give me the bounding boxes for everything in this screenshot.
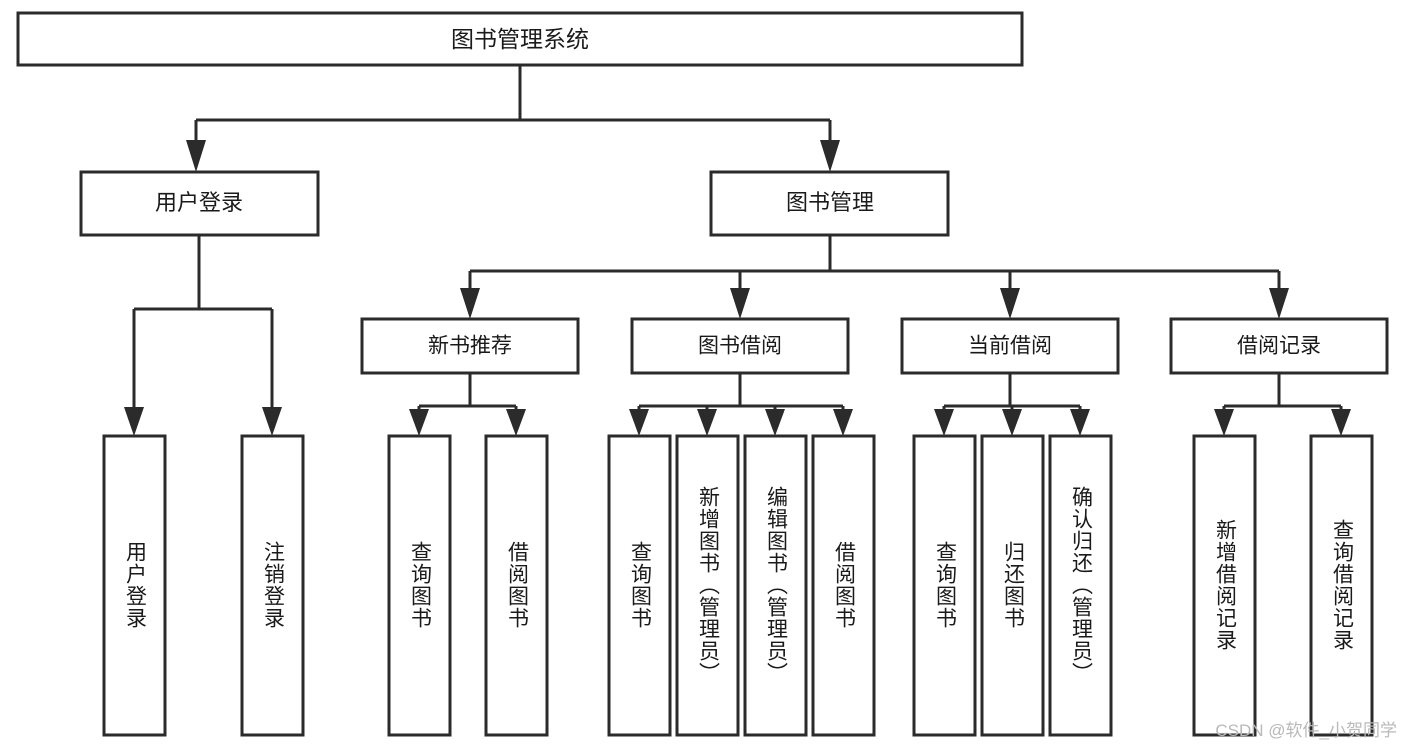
arrow-head-borrow-record [1269,288,1289,319]
arrow-head-add-borrow-record [1214,409,1234,436]
connector-group-book-borrow [629,373,853,436]
node-book-management[interactable]: 图书管理 [709,170,950,237]
node-query-book-3-box[interactable] [912,434,977,737]
node-query-book-1-label: 查询图书 [408,541,432,629]
node-logout-label: 注销登录 [261,541,285,629]
arrow-head-logout [262,407,282,436]
node-root-box[interactable] [16,11,1024,67]
node-book-management-label: 图书管理 [786,190,874,215]
node-borrow-record-box[interactable] [1169,317,1389,375]
node-edit-book[interactable]: 编辑图书（管理员） [743,434,808,737]
node-root-label: 图书管理系统 [451,26,589,52]
node-query-borrow-record[interactable]: 查询借阅记录 [1309,434,1374,737]
node-borrow-book-1[interactable]: 借阅图书 [484,434,549,737]
node-current-borrow[interactable]: 当前借阅 [900,317,1120,375]
node-borrow-record-label: 借阅记录 [1237,335,1321,358]
node-add-book-box[interactable] [675,434,740,737]
arrow-head-return-book [1002,409,1022,436]
connector-group-book-management [460,235,1289,319]
node-book-borrow-box[interactable] [630,317,850,375]
node-confirm-return-box[interactable] [1048,434,1113,737]
arrow-head-add-book [697,409,717,436]
node-borrow-book-1-box[interactable] [484,434,549,737]
node-logout-box[interactable] [240,434,305,737]
connector-group-current-borrow [934,373,1090,436]
node-book-borrow-label: 图书借阅 [698,335,782,358]
node-add-borrow-record-label: 新增借阅记录 [1213,519,1237,651]
node-confirm-return[interactable]: 确认归还（管理员） [1048,434,1113,737]
connector-group-root [186,65,840,172]
arrow-head-book-borrow [730,288,750,319]
node-current-borrow-label: 当前借阅 [968,335,1052,358]
node-query-book-2-box[interactable] [607,434,672,737]
node-borrow-book-2-label: 借阅图书 [832,541,856,629]
arrow-head-borrow-book-1 [506,409,526,436]
node-current-borrow-box[interactable] [900,317,1120,375]
node-book-borrow[interactable]: 图书借阅 [630,317,850,375]
node-user-login-label: 用户登录 [155,190,243,215]
node-new-book-recommend-box[interactable] [360,317,580,375]
node-borrow-book-2[interactable]: 借阅图书 [811,434,876,737]
node-query-book-2-label: 查询图书 [628,541,652,629]
arrow-head-book-management [820,140,840,172]
node-query-book-2[interactable]: 查询图书 [607,434,672,737]
node-return-book[interactable]: 归还图书 [980,434,1045,737]
node-add-borrow-record[interactable]: 新增借阅记录 [1192,434,1257,737]
node-edit-book-box[interactable] [743,434,808,737]
node-confirm-return-label: 确认归还（管理员） [1069,486,1093,684]
node-add-book-label: 新增图书（管理员） [696,486,720,684]
node-login[interactable]: 用户登录 [102,434,167,737]
arrow-head-edit-book [765,409,785,436]
node-query-borrow-record-label: 查询借阅记录 [1330,519,1354,651]
node-query-book-3[interactable]: 查询图书 [912,434,977,737]
arrow-head-user-login [186,140,206,172]
node-login-label: 用户登录 [123,541,147,629]
node-login-box[interactable] [102,434,167,737]
node-borrow-book-2-box[interactable] [811,434,876,737]
node-book-management-box[interactable] [709,170,950,237]
node-logout[interactable]: 注销登录 [240,434,305,737]
connector-group-new-book-recommend [409,373,526,436]
arrow-head-login [124,407,144,436]
arrow-head-new-book-recommend [460,288,480,319]
node-edit-book-label: 编辑图书（管理员） [764,486,788,684]
node-user-login-box[interactable] [79,170,320,237]
node-borrow-record[interactable]: 借阅记录 [1169,317,1389,375]
node-add-borrow-record-box[interactable] [1192,434,1257,737]
node-new-book-recommend-label: 新书推荐 [428,335,512,358]
node-return-book-box[interactable] [980,434,1045,737]
node-query-book-3-label: 查询图书 [933,541,957,629]
node-return-book-label: 归还图书 [1001,541,1025,629]
arrow-head-query-book-1 [409,409,429,436]
arrow-head-current-borrow [1000,288,1020,319]
node-add-book[interactable]: 新增图书（管理员） [675,434,740,737]
node-root[interactable]: 图书管理系统 [16,11,1024,67]
arrow-head-confirm-return [1070,409,1090,436]
arrow-head-query-book-2 [629,409,649,436]
arrow-head-borrow-book-2 [833,409,853,436]
node-user-login[interactable]: 用户登录 [79,170,320,237]
node-query-book-1[interactable]: 查询图书 [387,434,452,737]
arrow-head-query-borrow-record [1331,409,1351,436]
node-query-borrow-record-box[interactable] [1309,434,1374,737]
connector-group-borrow-record [1214,373,1351,436]
node-query-book-1-box[interactable] [387,434,452,737]
node-new-book-recommend[interactable]: 新书推荐 [360,317,580,375]
node-borrow-book-1-label: 借阅图书 [505,541,529,629]
arrow-head-query-book-3 [934,409,954,436]
connector-group-user-login [124,235,282,436]
